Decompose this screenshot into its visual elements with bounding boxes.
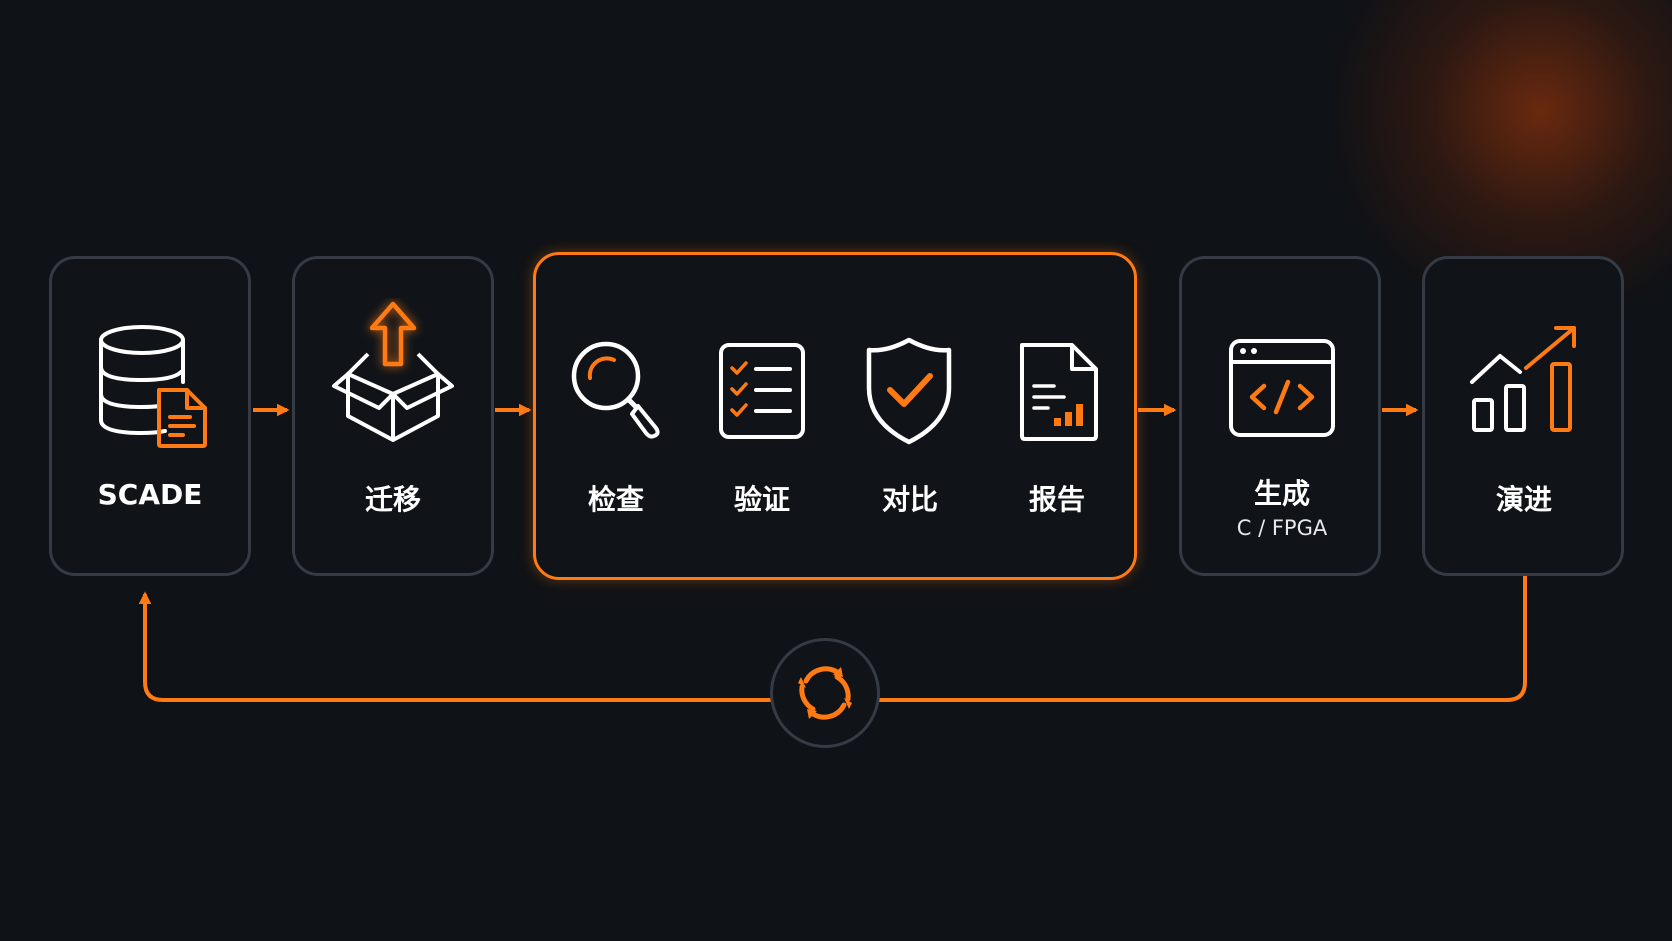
step-scade-card — [49, 256, 251, 576]
database-document-icon — [99, 325, 207, 448]
code-window-icon — [1229, 339, 1335, 437]
step-label-check: 检查 — [587, 483, 645, 516]
checklist-icon — [719, 343, 805, 439]
growth-chart-icon — [1470, 326, 1576, 432]
step-label-compare: 对比 — [881, 483, 939, 516]
step-label-scade: SCADE — [97, 478, 203, 511]
step-label-migrate: 迁移 — [364, 483, 422, 516]
step-label-verify: 验证 — [733, 483, 791, 516]
shield-check-icon — [866, 337, 952, 445]
step-label-generate: 生成 — [1253, 477, 1311, 510]
step-sublabel-generate: C / FPGA — [1236, 516, 1328, 540]
cycle-badge — [770, 638, 880, 748]
step-label-evolve: 演进 — [1495, 483, 1553, 516]
cycle-arrows-icon — [798, 666, 852, 720]
report-chart-icon — [1020, 343, 1098, 441]
step-label-report: 报告 — [1028, 483, 1086, 516]
box-upload-icon — [332, 301, 454, 442]
step-generate-card — [1179, 256, 1381, 576]
magnifier-icon — [571, 341, 660, 439]
